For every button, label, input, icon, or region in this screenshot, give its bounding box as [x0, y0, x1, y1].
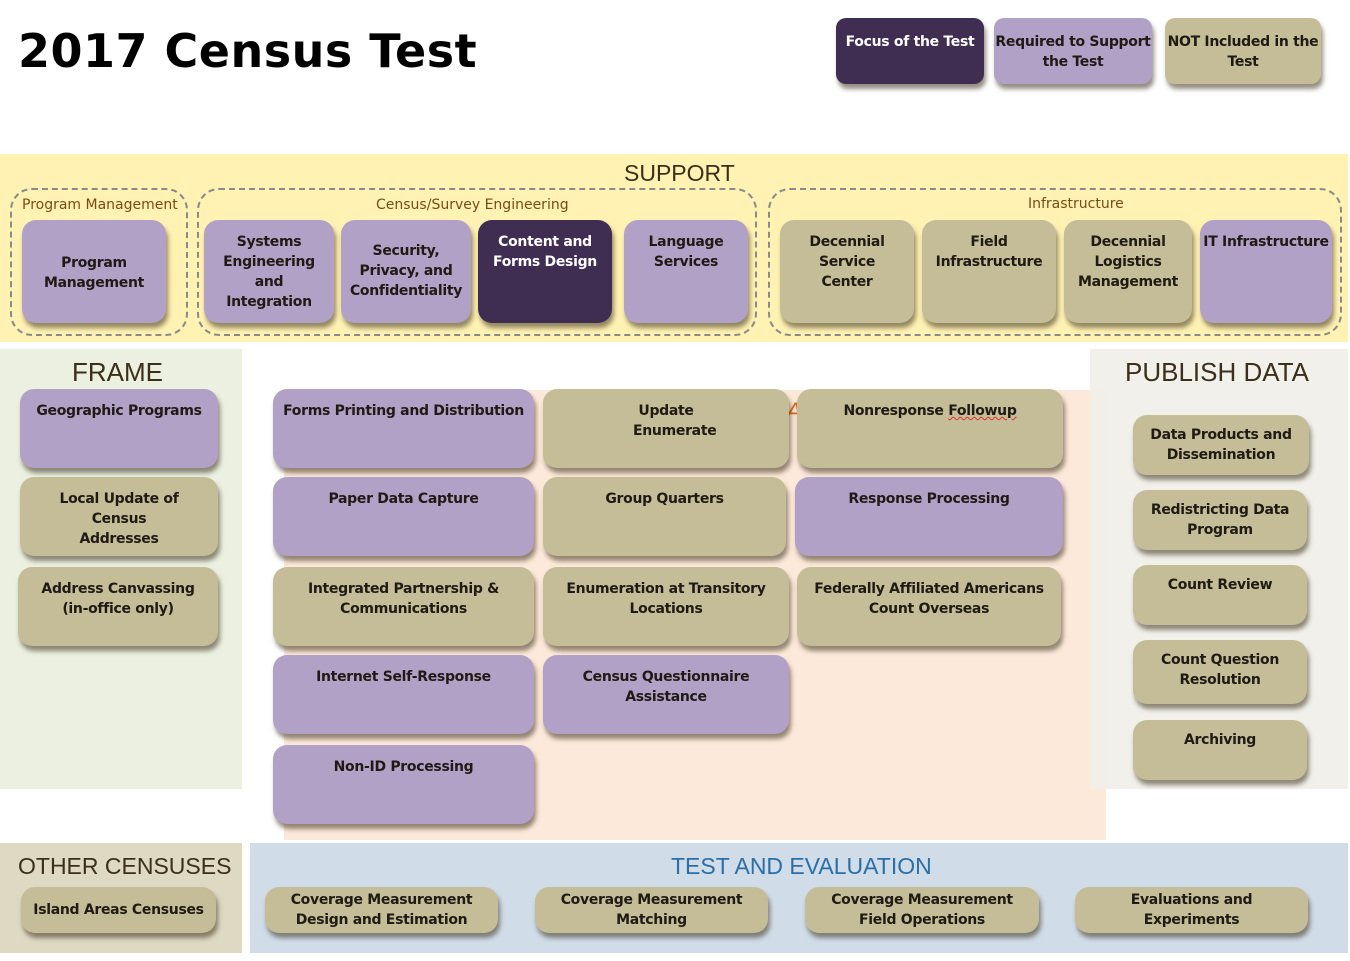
box-coverage-field-operations[interactable]: Coverage Measurement Field Operations [805, 887, 1039, 933]
frame-title: FRAME [72, 357, 163, 387]
box-forms-printing[interactable]: Forms Printing and Distribution [273, 389, 534, 468]
box-non-id-processing[interactable]: Non-ID Processing [273, 745, 534, 824]
legend-not-included: NOT Included in the Test [1165, 18, 1321, 84]
box-address-canvassing[interactable]: Address Canvassing (in-office only) [18, 567, 218, 646]
box-data-products[interactable]: Data Products and Dissemination [1133, 415, 1309, 475]
group-label-program-management: Program Management [22, 197, 178, 213]
box-decennial-logistics[interactable]: Decennial Logistics Management [1064, 220, 1192, 323]
other-censuses-title: OTHER CENSUSES [18, 853, 232, 879]
page-title: 2017 Census Test [18, 24, 478, 78]
legend-required: Required to Support the Test [994, 18, 1152, 84]
box-field-infrastructure[interactable]: Field Infrastructure [922, 220, 1056, 323]
box-paper-data-capture[interactable]: Paper Data Capture [273, 477, 534, 556]
box-systems-engineering[interactable]: Systems Engineering and Integration [204, 220, 334, 323]
box-it-infrastructure[interactable]: IT Infrastructure [1200, 220, 1332, 323]
box-count-question-resolution[interactable]: Count Question Resolution [1133, 640, 1307, 704]
box-local-update[interactable]: Local Update of Census Addresses [20, 477, 218, 556]
box-geographic-programs[interactable]: Geographic Programs [20, 389, 218, 468]
box-security-privacy[interactable]: Security, Privacy, and Confidentiality [341, 220, 471, 323]
box-internet-self-response[interactable]: Internet Self-Response [273, 655, 534, 734]
box-content-forms-design[interactable]: Content and Forms Design [478, 220, 612, 323]
legend-focus: Focus of the Test [836, 18, 984, 84]
box-redistricting[interactable]: Redistricting Data Program [1133, 490, 1307, 550]
box-island-areas[interactable]: Island Areas Censuses [21, 887, 216, 933]
nonresponse-followup-label: Nonresponse Followup [843, 403, 1017, 419]
group-label-census-survey-engineering: Census/Survey Engineering [376, 197, 569, 213]
spellcheck-underline: Followup [948, 403, 1017, 419]
box-group-quarters[interactable]: Group Quarters [543, 477, 786, 556]
box-update-enumerate[interactable]: Update Enumerate [543, 389, 789, 468]
box-archiving[interactable]: Archiving [1133, 720, 1307, 780]
box-count-review[interactable]: Count Review [1133, 565, 1307, 625]
box-evaluations-experiments[interactable]: Evaluations and Experiments [1075, 887, 1308, 933]
box-response-processing[interactable]: Response Processing [795, 477, 1063, 556]
group-program-management [10, 188, 188, 336]
box-coverage-matching[interactable]: Coverage Measurement Matching [535, 887, 768, 933]
box-federally-affiliated[interactable]: Federally Affiliated Americans Count Ove… [797, 567, 1061, 646]
box-coverage-design[interactable]: Coverage Measurement Design and Estimati… [265, 887, 498, 933]
box-program-management[interactable]: Program Management [22, 220, 166, 323]
box-enumeration-transitory[interactable]: Enumeration at Transitory Locations [543, 567, 789, 646]
group-census-survey-engineering [197, 188, 757, 336]
publish-data-title: PUBLISH DATA [1125, 357, 1309, 387]
box-integrated-partnership[interactable]: Integrated Partnership & Communications [273, 567, 534, 646]
group-label-infrastructure: Infrastructure [1028, 196, 1124, 212]
test-evaluation-title: TEST AND EVALUATION [671, 853, 932, 879]
support-title: SUPPORT [624, 160, 735, 186]
group-infrastructure [768, 188, 1342, 336]
box-language-services[interactable]: Language Services [624, 220, 748, 323]
box-decennial-service-center[interactable]: Decennial Service Center [780, 220, 914, 323]
box-nonresponse-followup[interactable]: Nonresponse Followup [797, 389, 1063, 468]
box-census-questionnaire-assistance[interactable]: Census Questionnaire Assistance [543, 655, 789, 734]
